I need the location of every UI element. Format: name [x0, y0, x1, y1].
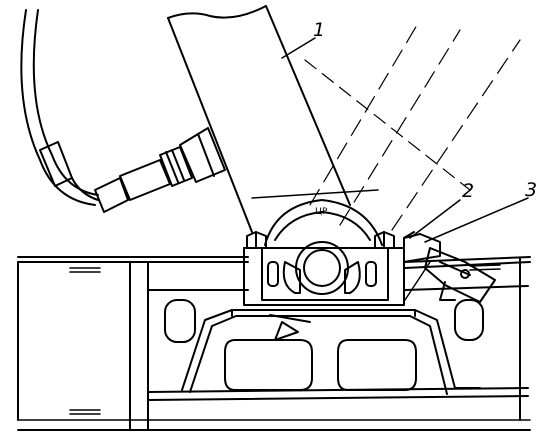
leader-lines — [281, 37, 529, 243]
mounting-bracket — [181, 309, 481, 395]
callout-1: 1 — [313, 19, 325, 41]
callout-3: 3 — [525, 179, 537, 201]
hex-nut-icon — [374, 231, 395, 249]
callout-2: 2 — [462, 180, 474, 202]
sensor-unit — [403, 231, 496, 303]
hydraulic-hose-icon — [20, 9, 99, 206]
hose-fitting-icon — [94, 127, 226, 213]
hex-nut-icon — [246, 231, 267, 249]
web-openings — [164, 299, 484, 391]
frame-rails — [17, 256, 531, 431]
boom-tube — [167, 5, 471, 233]
dash-lines — [309, 19, 521, 231]
clamp-mark: ЦР — [315, 207, 328, 217]
clamp-assembly — [243, 189, 405, 341]
